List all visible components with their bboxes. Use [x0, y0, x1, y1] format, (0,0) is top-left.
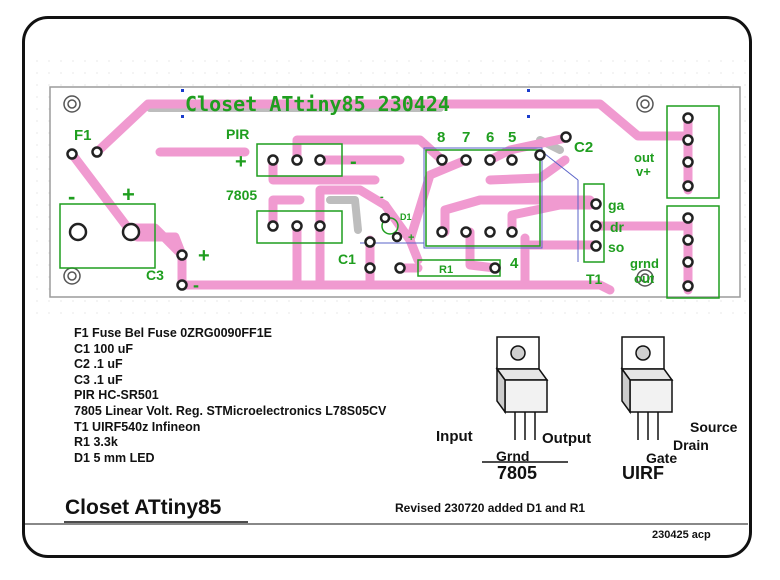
silk-labels: F1 - + PIR + - 7805 C1 + C3 - D1 - + R1 …	[68, 126, 659, 295]
drawing-title: Closet ATtiny85	[65, 496, 222, 519]
label-7805: 7805	[226, 187, 257, 203]
parts-list-item: R1 3.3k	[74, 435, 118, 450]
label-d1-minus: -	[380, 191, 384, 203]
label-grnd-out-line2: out	[634, 271, 655, 286]
label-pin-6: 6	[486, 129, 494, 146]
parts-list-item: PIR HC-SR501	[74, 388, 159, 403]
label-out-v-line1: out	[634, 150, 655, 165]
parts-list-item: C3 .1 uF	[74, 372, 123, 387]
label-c1: C1	[338, 251, 356, 267]
mounting-holes	[63, 95, 654, 287]
label-source: so	[608, 239, 624, 255]
board-title: Closet ATtiny85 230424	[185, 92, 450, 116]
label-r1: R1	[439, 264, 453, 276]
pads	[66, 112, 694, 292]
mosfet-package-drawing	[620, 336, 674, 440]
parts-list: F1 Fuse Bel Fuse 0ZRG0090FF1E C1 100 uF …	[74, 326, 386, 466]
vreg-ground-label: Grnd	[496, 448, 530, 464]
label-pin-4: 4	[510, 255, 519, 272]
label-c2: C2	[574, 139, 593, 156]
mosfet-drain-label: Drain	[673, 437, 709, 453]
parts-list-item: T1 UIRF540z Infineon	[74, 419, 201, 434]
parts-list-item: F1 Fuse Bel Fuse 0ZRG0090FF1E	[74, 326, 272, 340]
parts-list-item: C2 .1 uF	[74, 357, 123, 372]
label-out-v-line2: v+	[636, 164, 651, 179]
label-c3: C3	[146, 267, 164, 283]
label-pin-7: 7	[462, 129, 470, 146]
revision-note: Revised 230720 added D1 and R1	[395, 501, 586, 515]
label-pin-8: 8	[437, 129, 445, 146]
mosfet-gate-label: Gate	[646, 450, 678, 466]
label-drain: dr	[610, 219, 625, 235]
parts-list-item: 7805 Linear Volt. Reg. STMicroelectronic…	[74, 403, 387, 418]
mosfet-name-label: UIRF	[622, 463, 664, 483]
label-grnd-out-line1: grnd	[630, 256, 659, 271]
vreg-package-drawing	[495, 336, 549, 440]
vreg-name-label: 7805	[497, 463, 538, 483]
label-t1: T1	[586, 271, 603, 287]
vreg-output-label: Output	[542, 430, 592, 447]
label-pir: PIR	[226, 126, 249, 142]
label-f1: F1	[74, 127, 92, 144]
label-c3-plus: +	[198, 245, 210, 267]
label-d1: D1	[400, 212, 412, 222]
vreg-input-label: Input	[436, 428, 473, 445]
label-minus-input: -	[68, 184, 75, 209]
mosfet-source-label: Source	[690, 419, 738, 435]
label-pir-minus: -	[350, 151, 357, 173]
title-selection-markers	[181, 89, 530, 118]
label-pin-5: 5	[508, 129, 516, 146]
parts-list-item: C1 100 uF	[74, 341, 134, 356]
label-c3-minus: -	[193, 275, 199, 295]
label-plus-input: +	[122, 182, 135, 207]
drawing-stamp: 230425 acp	[652, 529, 711, 541]
label-gate: ga	[608, 197, 625, 213]
label-d1-plus: +	[408, 232, 414, 244]
parts-list-item: D1 5 mm LED	[74, 450, 155, 465]
label-pir-plus: +	[235, 151, 247, 173]
drawing-frame	[22, 16, 752, 558]
